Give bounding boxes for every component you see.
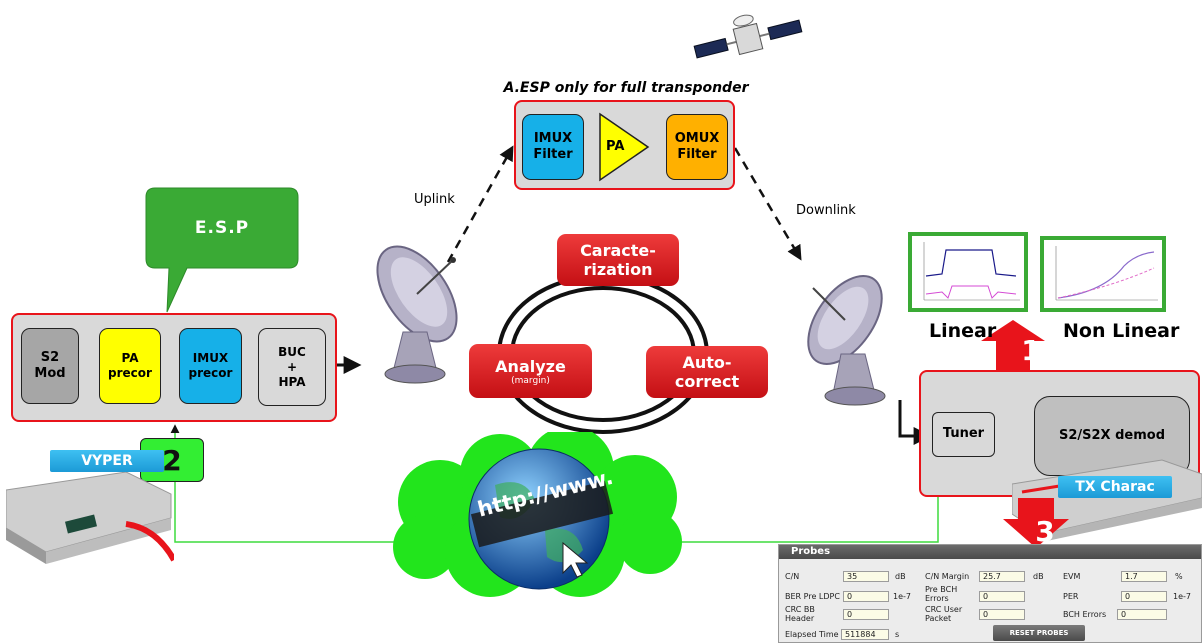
probe-value: 0 xyxy=(1121,591,1167,602)
analyze-label: Analyze xyxy=(495,356,566,376)
probe-label: C/N xyxy=(785,572,800,581)
nonlinear-label: Non Linear xyxy=(1063,320,1180,342)
pa-precor-block: PA precor xyxy=(99,328,161,404)
tuner-block: Tuner xyxy=(932,412,995,457)
probe-label: C/N Margin xyxy=(925,572,970,581)
caracterization-step: Caracte- rization xyxy=(557,234,679,286)
probe-label: PER xyxy=(1063,592,1079,601)
reset-probes-button[interactable]: RESET PROBES xyxy=(993,625,1085,641)
linear-plot-graph xyxy=(923,242,1020,301)
probe-value: 35 xyxy=(843,571,889,582)
probe-label: CRC User Packet xyxy=(925,605,963,623)
linear-plot xyxy=(908,232,1028,312)
downlink-dish-icon xyxy=(807,275,886,406)
downlink-arrow xyxy=(733,147,802,261)
omux-filter-block: OMUX Filter xyxy=(666,114,728,180)
downlink-label: Downlink xyxy=(796,203,856,218)
probe-label: BER Pre LDPC xyxy=(785,592,840,601)
satellite-icon xyxy=(693,14,803,59)
arrow-down-3 xyxy=(1003,498,1069,548)
probe-unit: 1e-7 xyxy=(893,592,911,601)
nonlinear-plot-graph xyxy=(1055,246,1158,301)
linear-label: Linear xyxy=(929,320,997,342)
probe-value: 511884 xyxy=(841,629,889,640)
marker-1: 1 xyxy=(1021,333,1041,367)
vyper-device-icon xyxy=(6,471,174,564)
probe-value: 1.7 xyxy=(1121,571,1167,582)
marker-2: 2 xyxy=(162,443,182,477)
probe-label: Pre BCH Errors xyxy=(925,585,958,603)
s2-mod-block: S2 Mod xyxy=(21,328,79,404)
probe-unit: dB xyxy=(895,572,906,581)
probe-value: 25.7 xyxy=(979,571,1025,582)
pa-label: PA xyxy=(606,139,625,154)
probe-value: 0 xyxy=(1117,609,1167,620)
probe-unit: dB xyxy=(1033,572,1044,581)
probe-value: 0 xyxy=(843,591,889,602)
probes-panel: Probes C/N 35 dB C/N Margin 25.7 dB EVM … xyxy=(778,544,1202,643)
globe-icon xyxy=(468,448,614,590)
txcharac-label: TX Charac xyxy=(1058,476,1172,498)
probe-label: BCH Errors xyxy=(1063,610,1107,619)
marker-3: 3 xyxy=(1035,514,1055,548)
buc-hpa-block: BUC + HPA xyxy=(258,328,326,406)
uplink-label: Uplink xyxy=(414,192,455,207)
uplink-dish-icon xyxy=(376,245,458,384)
uplink-arrow xyxy=(446,145,514,263)
probe-value: 0 xyxy=(843,609,889,620)
esp-callout-label: E.S.P xyxy=(194,218,250,238)
probes-title: Probes xyxy=(779,545,1201,559)
analyze-step: Analyze (margin) xyxy=(469,344,592,398)
feedback-line-right xyxy=(600,497,939,543)
probe-value: 0 xyxy=(979,609,1025,620)
vyper-label: VYPER xyxy=(50,450,164,472)
arrow-up-1 xyxy=(981,320,1045,370)
imux-filter-block: IMUX Filter xyxy=(522,114,584,180)
pa-amplifier xyxy=(599,112,650,182)
satellite-title: A.ESP only for full transponder xyxy=(503,80,749,96)
probe-value: 0 xyxy=(979,591,1025,602)
imux-precor-block: IMUX precor xyxy=(179,328,242,404)
probe-unit: 1e-7 xyxy=(1173,592,1191,601)
esp-callout-bubble xyxy=(145,187,299,313)
probe-label: EVM xyxy=(1063,572,1081,581)
probe-label: Elapsed Time xyxy=(785,630,839,639)
nonlinear-plot xyxy=(1040,236,1166,312)
autocorrect-step: Auto- correct xyxy=(646,346,768,398)
analyze-sub-label: (margin) xyxy=(511,375,550,386)
probe-unit: % xyxy=(1175,572,1183,581)
probe-unit: s xyxy=(895,630,900,639)
probe-label: CRC BB Header xyxy=(785,605,815,623)
